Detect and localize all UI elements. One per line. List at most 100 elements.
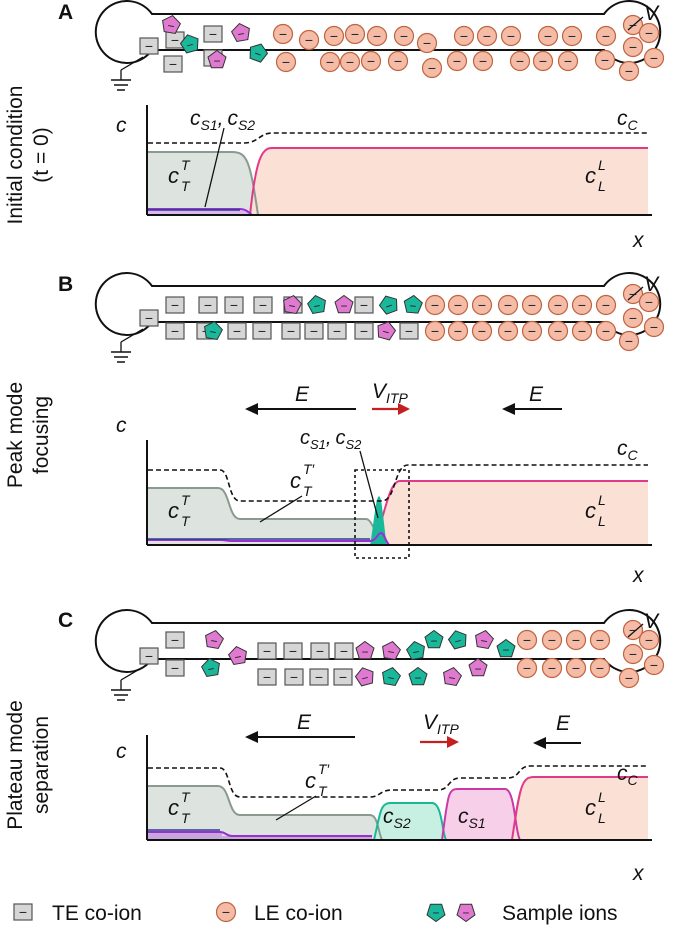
svg-text:−: −: [367, 53, 375, 69]
side-label-line1: Peak mode: [4, 382, 27, 488]
svg-text:−: −: [316, 643, 324, 659]
le-zone: [376, 481, 648, 545]
side-label-line1: Initial condition: [4, 86, 27, 225]
le-ion: −: [447, 294, 469, 316]
svg-text:L: L: [598, 513, 606, 529]
svg-text:L: L: [598, 178, 606, 194]
le-ion: −: [622, 283, 644, 305]
channel: −−−−−−−−−−−−−−−−−−−−−−−−−−−−−−−−−−−−−−−−: [94, 0, 665, 82]
panel-b: B Peak mode focusing −−−−−−−−−−−−−−−−−−−…: [4, 272, 665, 587]
le-ion: −: [339, 51, 361, 73]
te-ion: −: [198, 296, 218, 314]
sample-ion-pink: −: [283, 294, 303, 315]
te-ion: −: [334, 642, 354, 660]
le-ion: −: [638, 22, 660, 44]
svg-text:−: −: [310, 323, 318, 339]
svg-text:E: E: [295, 383, 310, 406]
svg-text:−: −: [548, 660, 556, 676]
te-ion: −: [253, 296, 273, 314]
ground-symbol: [111, 56, 144, 91]
svg-text:T: T: [181, 492, 191, 508]
svg-text:T: T: [303, 483, 313, 499]
common-counterion-label: cC: [617, 437, 639, 463]
svg-text:−: −: [145, 310, 153, 326]
le-ion: −: [521, 294, 543, 316]
svg-text:−: −: [233, 323, 241, 339]
svg-text:−: −: [479, 53, 487, 69]
le-ion: −: [476, 25, 498, 47]
sample2-zone: [374, 803, 446, 840]
field-arrow-right: E: [533, 712, 581, 749]
le-ion: −: [298, 29, 320, 51]
le-ion: −: [344, 23, 366, 45]
svg-text:−: −: [386, 671, 395, 686]
le-ion: −: [643, 316, 665, 338]
svg-text:−: −: [572, 632, 580, 648]
le-ion: −: [618, 667, 640, 689]
legend-sample-label: Sample ions: [502, 902, 618, 925]
svg-text:−: −: [19, 904, 27, 920]
le-ion: −: [571, 294, 593, 316]
ground-symbol: [111, 666, 144, 701]
svg-text:T′: T′: [303, 461, 316, 477]
svg-text:−: −: [645, 25, 653, 41]
te-ion: −: [224, 296, 244, 314]
svg-text:−: −: [650, 657, 658, 673]
svg-text:−: −: [209, 634, 218, 649]
field-arrow-left: E: [245, 383, 356, 415]
svg-text:−: −: [360, 297, 368, 313]
te-ion: −: [354, 322, 374, 340]
te-ion: −: [139, 37, 159, 55]
le-ion: −: [215, 901, 237, 923]
svg-text:−: −: [400, 28, 408, 44]
le-ion: −: [516, 629, 538, 651]
concentration-profile: [146, 735, 652, 841]
svg-text:c: c: [585, 498, 596, 523]
le-ion: −: [447, 320, 469, 342]
le-ion: −: [638, 629, 660, 651]
svg-text:VITP: VITP: [423, 711, 459, 737]
le-ion: −: [323, 25, 345, 47]
svg-text:−: −: [453, 53, 461, 69]
te-zone: [148, 152, 258, 215]
voltage-leader: [627, 623, 644, 638]
legend-sample-icons: −−: [426, 903, 476, 923]
le-ion: −: [537, 25, 559, 47]
le-ion: −: [516, 657, 538, 679]
sample-ion-pink: −: [162, 14, 182, 35]
le-ion: −: [547, 320, 569, 342]
svg-text:c: c: [585, 163, 596, 188]
svg-text:−: −: [516, 53, 524, 69]
svg-text:−: −: [279, 26, 287, 42]
sample-ion-pink: −: [355, 640, 375, 660]
axis-y-label: c: [116, 114, 127, 137]
svg-text:−: −: [171, 32, 179, 48]
svg-text:−: −: [523, 660, 531, 676]
le-profile: [249, 147, 648, 216]
svg-text:−: −: [479, 634, 488, 649]
le-ion: −: [622, 307, 644, 329]
svg-text:−: −: [483, 28, 491, 44]
svg-text:−: −: [206, 662, 215, 677]
svg-text:−: −: [431, 323, 439, 339]
svg-text:−: −: [430, 634, 437, 648]
le-ion: −: [622, 619, 644, 641]
le-ion: −: [453, 25, 475, 47]
sample-ion-teal: −: [200, 657, 220, 678]
voltage-label: V: [644, 610, 660, 633]
le-ion: −: [532, 50, 554, 72]
panel-letter: A: [58, 1, 73, 24]
vitp-arrow: VITP: [420, 711, 459, 748]
svg-text:−: −: [333, 323, 341, 339]
svg-text:−: −: [185, 37, 195, 52]
te-ion: −: [283, 642, 303, 660]
te-ion: −: [399, 322, 419, 340]
svg-text:−: −: [290, 669, 298, 685]
sample-ion-pink: −: [377, 321, 397, 341]
field-arrow-right: E: [502, 383, 562, 415]
sample1-profile: [441, 788, 521, 841]
le-ion: −: [571, 320, 593, 342]
le-ion: −: [446, 50, 468, 72]
sample-ion-teal: −: [426, 903, 446, 923]
